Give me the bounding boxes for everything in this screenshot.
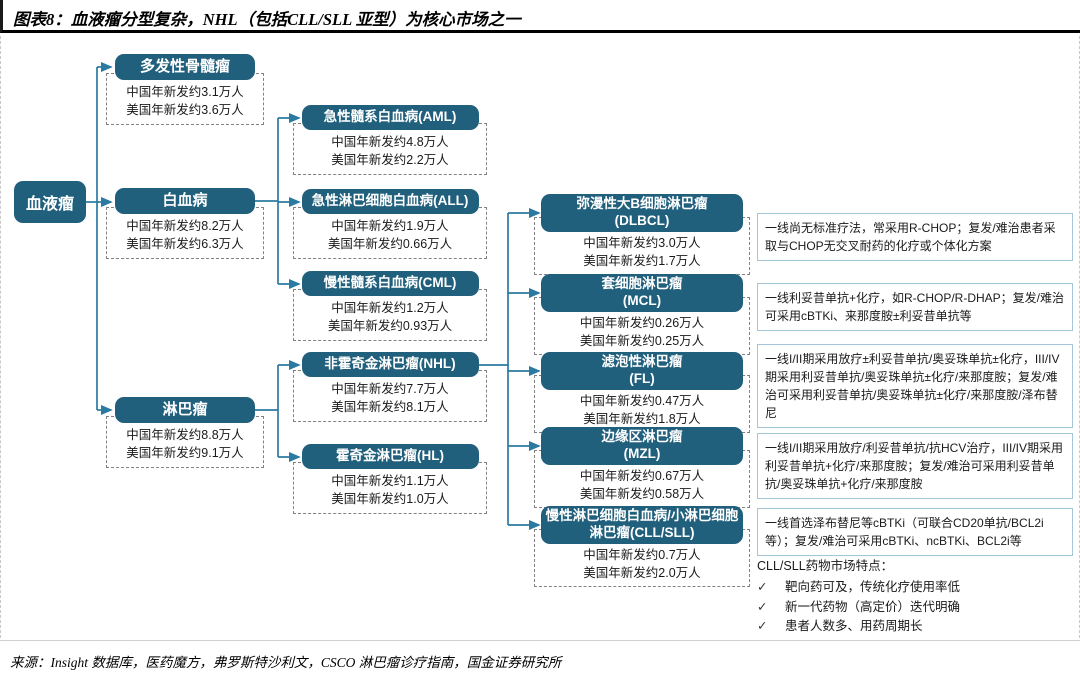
node-label: 淋巴瘤 [115,397,255,423]
stat-us: 美国年新发约1.0万人 [331,491,449,506]
node-abbr: (MZL) [623,445,661,461]
node-label: 急性髓系白血病(AML) [301,105,479,130]
node-label: 慢性髓系白血病(CML) [301,271,479,296]
node-label: 霍奇金淋巴瘤(HL) [301,444,479,469]
stat-china: 中国年新发约8.2万人 [126,219,244,233]
node-blood-cancer-root: 血液瘤 [14,181,86,223]
node-mzl: 边缘区淋巴瘤 (MZL) 中国年新发约0.67万人 美国年新发约0.58万人 [534,427,750,509]
check-icon: ✓ [757,619,768,634]
stat-china: 中国年新发约1.2万人 [331,301,449,315]
node-label: 非霍奇金淋巴瘤(NHL) [301,352,479,377]
treatment-note-mcl: 一线利妥昔单抗+化疗，如R-CHOP/R-DHAP；复发/难治可采用cBTKi、… [757,283,1073,331]
incidence-stats: 中国年新发约4.8万人 美国年新发约2.2万人 [293,123,487,175]
treatment-note-dlbcl: 一线尚无标准疗法，常采用R-CHOP；复发/难治患者采取与CHOP无交叉耐药的化… [757,213,1073,261]
node-aml: 急性髓系白血病(AML) 中国年新发约4.8万人 美国年新发约2.2万人 [293,105,487,175]
check-icon: ✓ [757,599,768,614]
stat-us: 美国年新发约0.25万人 [579,333,705,348]
market-note-item: ✓ 患者人数多、用药周期长 [757,617,1075,636]
stat-china: 中国年新发约1.9万人 [331,219,449,233]
node-name: 弥漫性大B细胞淋巴瘤 [576,196,708,211]
node-label: 滤泡性淋巴瘤 (FL) [541,352,743,390]
stat-china: 中国年新发约0.67万人 [579,468,705,483]
node-label: 弥漫性大B细胞淋巴瘤 (DLBCL) [541,194,743,232]
node-fl: 滤泡性淋巴瘤 (FL) 中国年新发约0.47万人 美国年新发约1.8万人 [534,352,750,434]
market-note-item: ✓ 新一代药物（高定价）迭代明确 [757,598,1075,617]
market-note-text: 患者人数多、用药周期长 [785,619,923,634]
figure-title: 图表8：血液瘤分型复杂，NHL（包括CLL/SLL 亚型）为核心市场之一 [13,10,521,29]
stat-us: 美国年新发约8.1万人 [331,399,449,414]
node-hl: 霍奇金淋巴瘤(HL) 中国年新发约1.1万人 美国年新发约1.0万人 [293,444,487,514]
node-lymphoma: 淋巴瘤 中国年新发约8.8万人 美国年新发约9.1万人 [106,397,264,468]
node-all: 急性淋巴细胞白血病(ALL) 中国年新发约1.9万人 美国年新发约0.66万人 [293,189,487,259]
node-label: 边缘区淋巴瘤 (MZL) [541,427,743,465]
incidence-stats: 中国年新发约8.2万人 美国年新发约6.3万人 [106,207,264,259]
node-label: 白血病 [115,188,255,214]
node-name: 滤泡性淋巴瘤 [601,354,683,369]
stat-us: 美国年新发约9.1万人 [126,445,244,460]
incidence-stats: 中国年新发约3.1万人 美国年新发约3.6万人 [106,73,264,125]
node-abbr: (MCL) [622,292,662,308]
stat-us: 美国年新发约2.0万人 [583,565,701,580]
incidence-stats: 中国年新发约1.9万人 美国年新发约0.66万人 [293,207,487,259]
stat-us: 美国年新发约1.8万人 [583,411,701,426]
node-abbr: (FL) [629,370,655,386]
node-name: 慢性淋巴细胞白血病/小淋巴细胞淋巴瘤(CLL/SLL) [545,508,739,540]
stat-china: 中国年新发约4.8万人 [331,135,449,149]
stat-us: 美国年新发约1.7万人 [583,253,701,268]
node-label: 慢性淋巴细胞白血病/小淋巴细胞淋巴瘤(CLL/SLL) [541,506,743,544]
stat-china: 中国年新发约3.0万人 [583,235,701,250]
stat-us: 美国年新发约6.3万人 [126,236,244,251]
node-multiple-myeloma: 多发性骨髓瘤 中国年新发约3.1万人 美国年新发约3.6万人 [106,54,264,125]
market-note-text: 新一代药物（高定价）迭代明确 [785,599,961,614]
connector-lines [86,61,541,531]
stat-us: 美国年新发约2.2万人 [331,152,449,167]
node-mcl: 套细胞淋巴瘤 (MCL) 中国年新发约0.26万人 美国年新发约0.25万人 [534,274,750,356]
treatment-note-mzl: 一线I/II期采用放疗/利妥昔单抗/抗HCV治疗，III/IV期采用利妥昔单抗+… [757,433,1073,499]
node-dlbcl: 弥漫性大B细胞淋巴瘤 (DLBCL) 中国年新发约3.0万人 美国年新发约1.7… [534,194,750,276]
stat-china: 中国年新发约0.47万人 [579,393,705,408]
node-leukemia: 白血病 中国年新发约8.2万人 美国年新发约6.3万人 [106,188,264,259]
market-note-item: ✓ 靶向药可及，传统化疗使用率低 [757,578,1075,597]
stat-china: 中国年新发约7.7万人 [331,382,449,396]
node-name: 套细胞淋巴瘤 [601,276,683,291]
node-label: 多发性骨髓瘤 [115,54,255,80]
check-icon: ✓ [757,580,768,595]
stat-china: 中国年新发约8.8万人 [126,428,244,442]
node-cll-sll: 慢性淋巴细胞白血病/小淋巴细胞淋巴瘤(CLL/SLL) 中国年新发约0.7万人 … [534,506,750,588]
treatment-note-fl: 一线I/II期采用放疗±利妥昔单抗/奥妥珠单抗±化疗，III/IV期采用利妥昔单… [757,344,1073,428]
stat-us: 美国年新发约0.66万人 [327,236,453,251]
node-name: 边缘区淋巴瘤 [601,429,683,444]
node-cml: 慢性髓系白血病(CML) 中国年新发约1.2万人 美国年新发约0.93万人 [293,271,487,341]
stat-china: 中国年新发约0.26万人 [579,315,705,330]
node-label: 急性淋巴细胞白血病(ALL) [301,189,479,214]
source-bar: 来源：Insight 数据库，医药魔方，弗罗斯特沙利文，CSCO 淋巴瘤诊疗指南… [0,640,1080,675]
stat-china: 中国年新发约0.7万人 [583,547,701,562]
node-nhl: 非霍奇金淋巴瘤(NHL) 中国年新发约7.7万人 美国年新发约8.1万人 [293,352,487,422]
node-label: 血液瘤 [25,196,74,213]
source-text: 来源：Insight 数据库，医药魔方，弗罗斯特沙利文，CSCO 淋巴瘤诊疗指南… [10,655,562,670]
stat-china: 中国年新发约1.1万人 [331,474,449,488]
node-label: 套细胞淋巴瘤 (MCL) [541,274,743,312]
market-notes-heading: CLL/SLL药物市场特点： [757,559,894,573]
stat-china: 中国年新发约3.1万人 [126,85,244,99]
market-note-text: 靶向药可及，传统化疗使用率低 [785,580,961,595]
stat-us: 美国年新发约3.6万人 [126,102,244,117]
stat-us: 美国年新发约0.58万人 [579,486,705,501]
node-abbr: (DLBCL) [614,212,670,228]
incidence-stats: 中国年新发约1.2万人 美国年新发约0.93万人 [293,289,487,341]
treatment-note-cll-sll: 一线首选泽布替尼等cBTKi（可联合CD20单抗/BCL2i等）；复发/难治可采… [757,508,1073,556]
incidence-stats: 中国年新发约1.1万人 美国年新发约1.0万人 [293,462,487,514]
stat-us: 美国年新发约0.93万人 [327,318,453,333]
incidence-stats: 中国年新发约8.8万人 美国年新发约9.1万人 [106,416,264,468]
cll-sll-market-notes: CLL/SLL药物市场特点： ✓ 靶向药可及，传统化疗使用率低 ✓ 新一代药物（… [757,557,1075,637]
figure-title-bar: 图表8：血液瘤分型复杂，NHL（包括CLL/SLL 亚型）为核心市场之一 [0,0,1080,33]
incidence-stats: 中国年新发约7.7万人 美国年新发约8.1万人 [293,370,487,422]
